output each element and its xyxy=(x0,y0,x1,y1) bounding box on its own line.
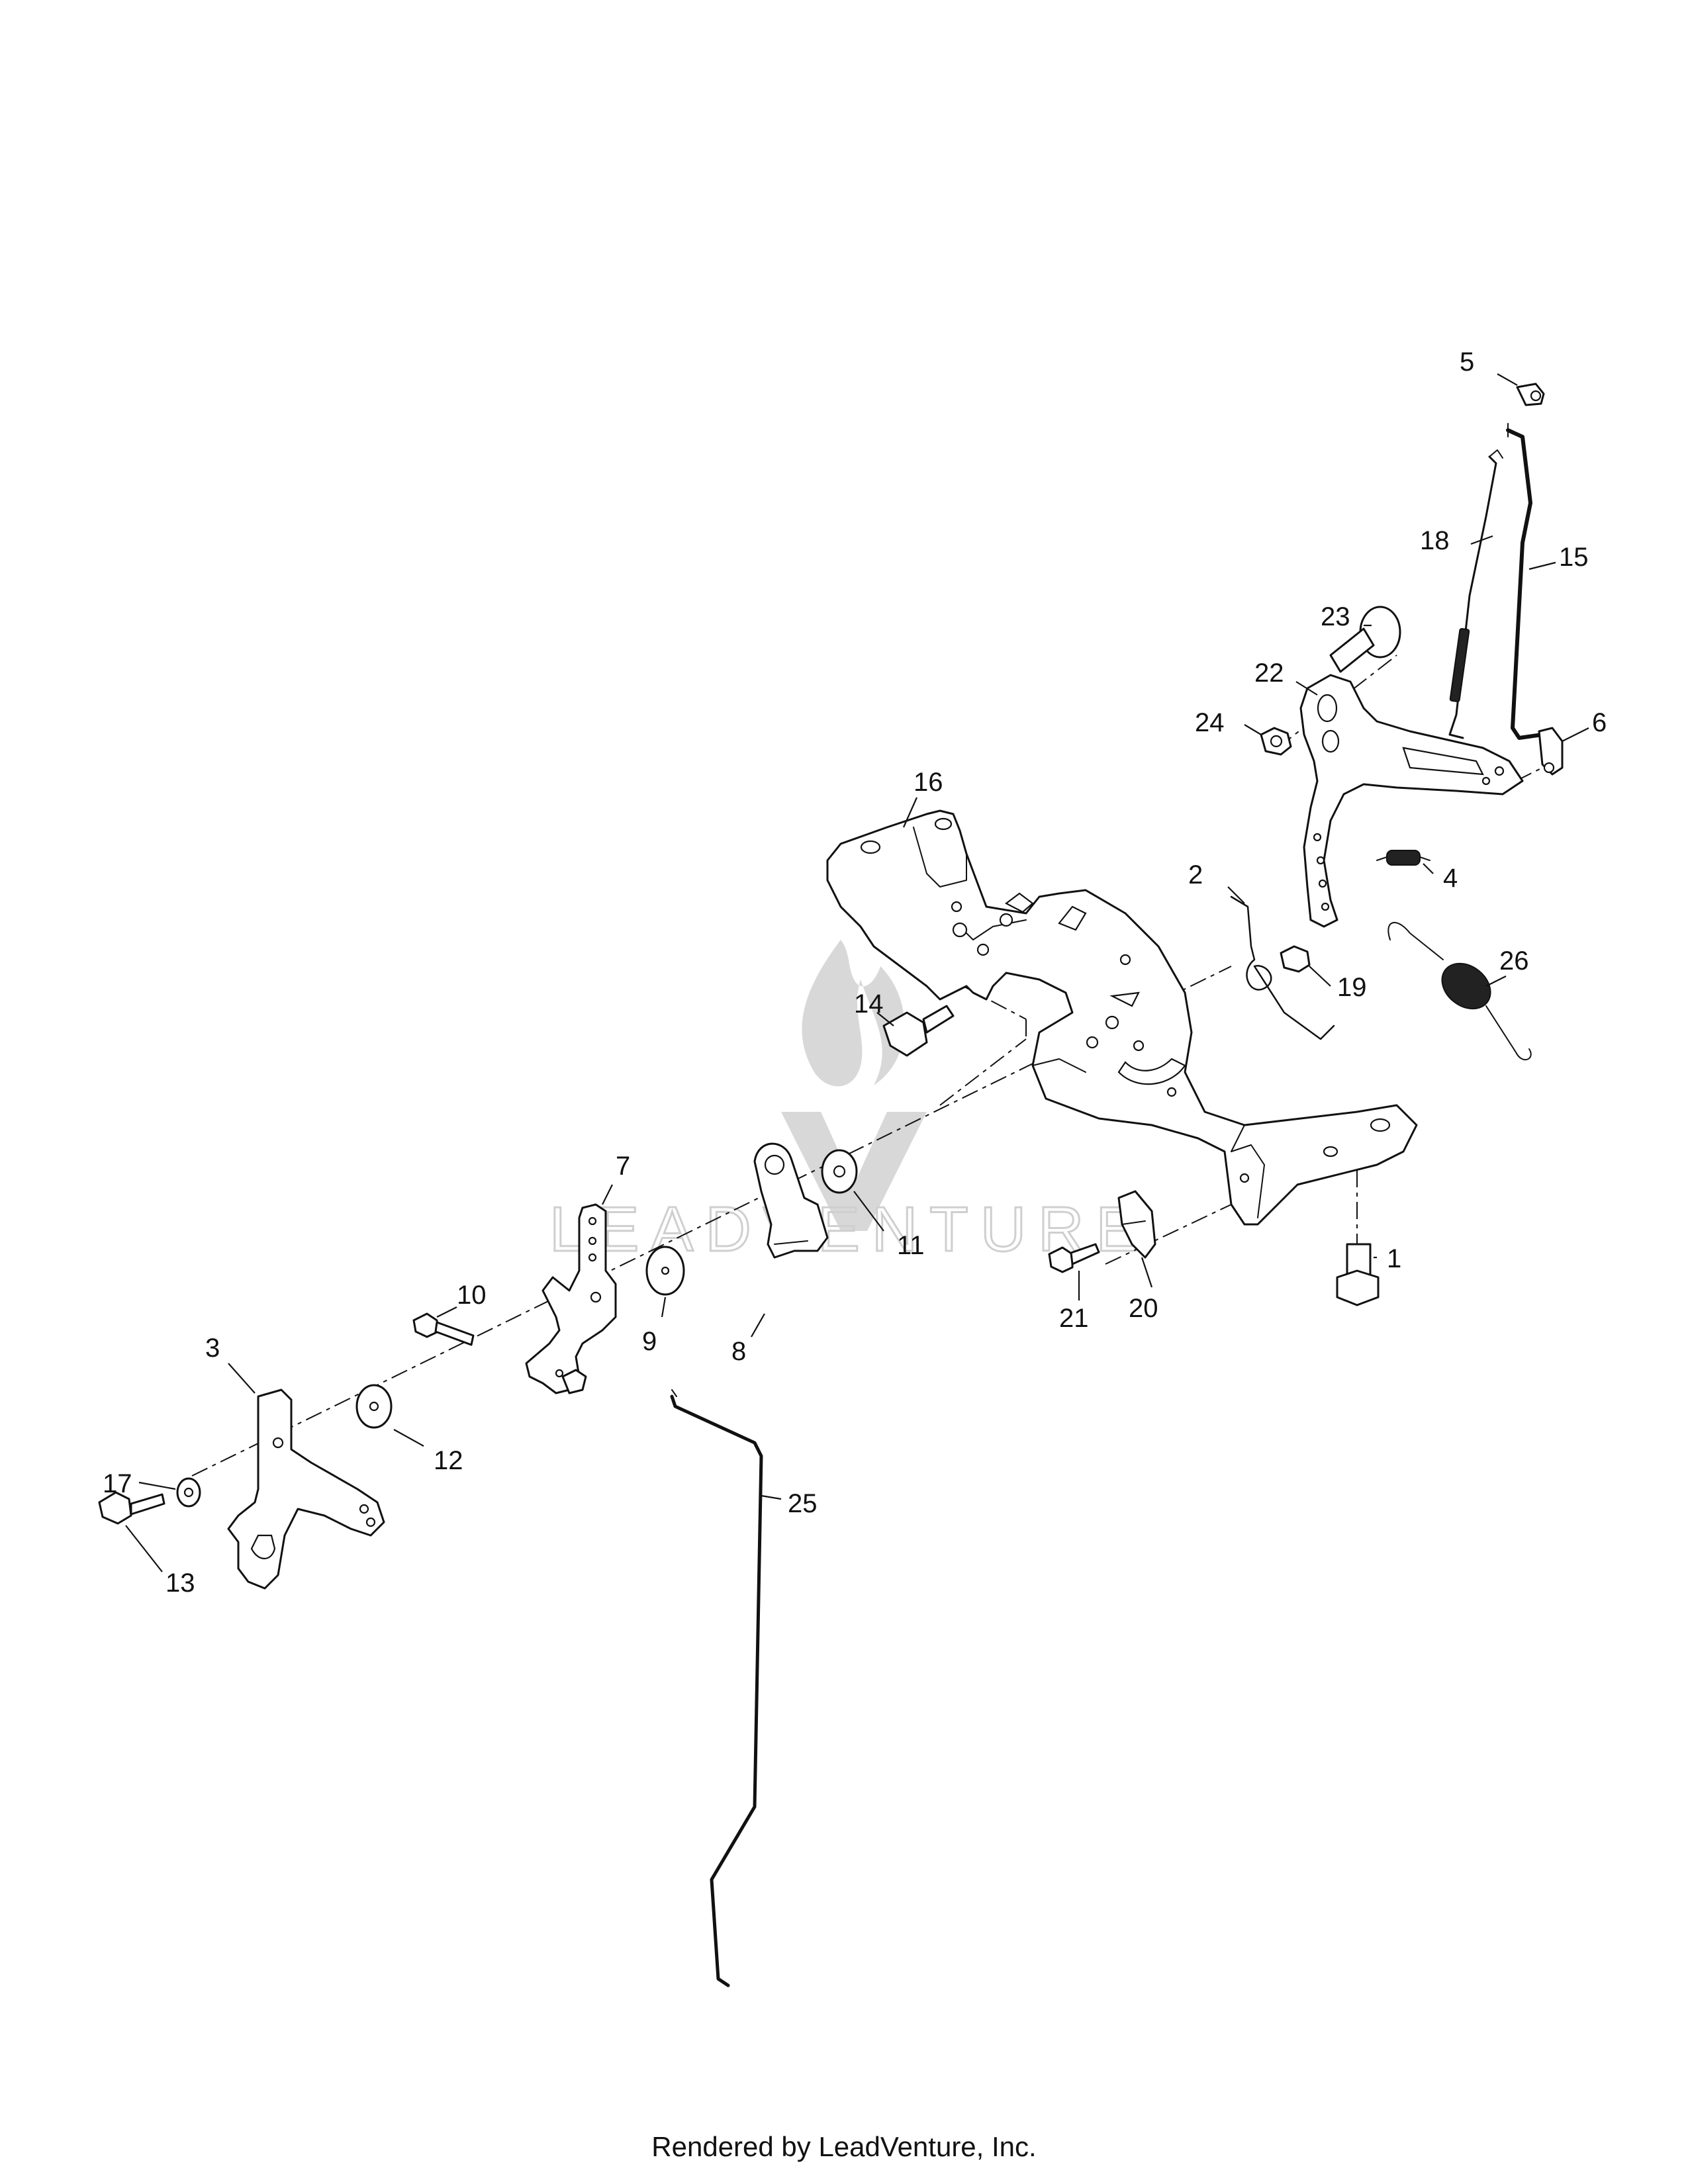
leader-lines xyxy=(125,373,1589,1572)
part-17-washer xyxy=(176,1477,201,1508)
callout-labels: 5 18 15 23 22 24 6 16 2 4 26 19 14 7 11 … xyxy=(103,347,1607,1598)
callout-7: 7 xyxy=(616,1152,630,1181)
part-5-cap xyxy=(1516,383,1545,406)
callout-3: 3 xyxy=(205,1334,220,1363)
part-8-pivot-bracket xyxy=(753,1142,829,1259)
part-10-bolt xyxy=(412,1312,475,1346)
callout-18: 18 xyxy=(1420,526,1450,555)
callout-15: 15 xyxy=(1559,543,1589,572)
part-23-clevis-pin xyxy=(1329,606,1401,673)
leadventure-watermark: LEADVENTURE xyxy=(549,940,1150,1266)
callout-6: 6 xyxy=(1592,708,1607,737)
part-4-spring xyxy=(1376,850,1430,866)
callout-22: 22 xyxy=(1254,659,1284,688)
footer-credit: Rendered by LeadVenture, Inc. xyxy=(651,2131,1037,2162)
part-1-bolt xyxy=(1336,1243,1380,1306)
callout-2: 2 xyxy=(1188,860,1203,889)
callout-19: 19 xyxy=(1337,973,1367,1002)
part-22-lever xyxy=(1299,674,1524,928)
callout-20: 20 xyxy=(1129,1294,1158,1323)
part-14-bolt xyxy=(882,1005,955,1057)
callout-13: 13 xyxy=(165,1569,195,1598)
part-11-washer xyxy=(821,1149,858,1194)
part-13-bolt xyxy=(98,1491,165,1525)
callout-10: 10 xyxy=(457,1281,487,1310)
callout-9: 9 xyxy=(642,1327,657,1356)
callout-17: 17 xyxy=(103,1469,132,1498)
callout-4: 4 xyxy=(1443,864,1458,893)
callout-23: 23 xyxy=(1321,602,1350,631)
part-12-washer xyxy=(355,1384,393,1429)
callout-11: 11 xyxy=(897,1231,925,1260)
callout-25: 25 xyxy=(788,1489,818,1518)
callout-21: 21 xyxy=(1059,1304,1089,1333)
callout-14: 14 xyxy=(854,989,884,1019)
part-20-clip xyxy=(1117,1190,1156,1259)
part-25-rod xyxy=(670,1389,763,1987)
callout-5: 5 xyxy=(1460,347,1474,377)
callout-8: 8 xyxy=(731,1337,746,1366)
part-7-control-lever xyxy=(525,1203,617,1394)
callout-16: 16 xyxy=(914,768,943,797)
watermark-text: LEADVENTURE xyxy=(549,1194,1150,1265)
part-2-torsion-spring xyxy=(1230,895,1335,1040)
part-3-bracket xyxy=(227,1388,385,1590)
part-15-rod xyxy=(1506,423,1544,740)
part-16-mounting-bracket xyxy=(826,809,1418,1226)
part-24-nut xyxy=(1260,727,1292,756)
callout-26: 26 xyxy=(1499,946,1529,976)
part-26-extension-spring xyxy=(1387,922,1532,1061)
callout-12: 12 xyxy=(434,1446,463,1475)
part-21-bolt xyxy=(1048,1243,1100,1273)
part-6-clip xyxy=(1538,727,1564,776)
callout-24: 24 xyxy=(1195,708,1225,737)
part-19-nut xyxy=(1280,945,1311,973)
callout-1: 1 xyxy=(1387,1244,1401,1273)
part-18-spring-link xyxy=(1448,449,1503,739)
part-9-washer xyxy=(645,1246,685,1296)
